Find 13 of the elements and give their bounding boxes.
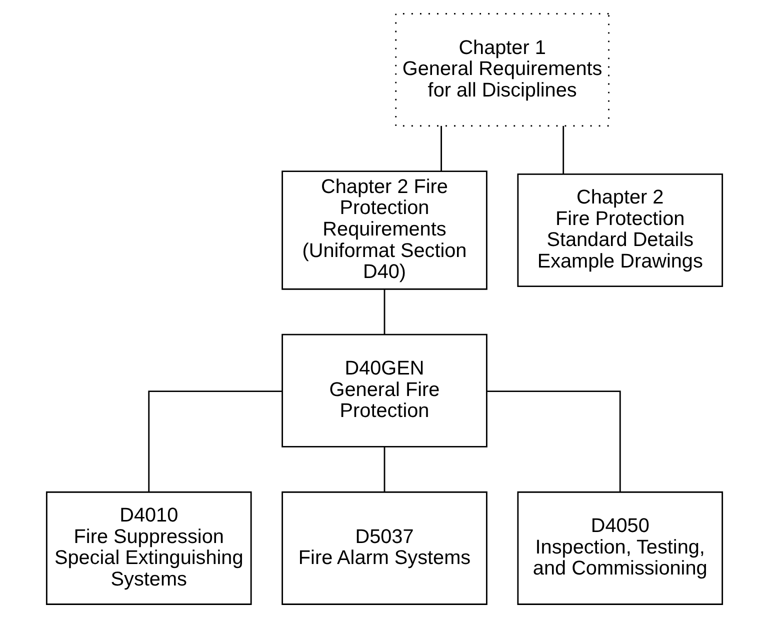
connector bbox=[440, 126, 442, 172]
node-box: Chapter 2 Fire Protection Requirements (Uniformat Section D40) bbox=[281, 170, 487, 290]
connector bbox=[486, 390, 620, 492]
node-box: Chapter 1 General Requirements for all Disciplines bbox=[394, 13, 609, 127]
connector bbox=[383, 290, 385, 334]
node-box: D5037 Fire Alarm Systems bbox=[281, 491, 487, 605]
connector bbox=[148, 390, 282, 492]
connector bbox=[562, 126, 564, 174]
node-box: D4050 Inspection, Testing, and Commissioning bbox=[516, 491, 723, 605]
node-box: D4010 Fire Suppression Special Extinguishing Systems bbox=[45, 491, 252, 605]
node-box: D40GEN General Fire Protection bbox=[281, 334, 487, 448]
connector bbox=[383, 447, 385, 492]
node-box: Chapter 2 Fire Protection Standard Details Example Drawings bbox=[516, 173, 723, 287]
